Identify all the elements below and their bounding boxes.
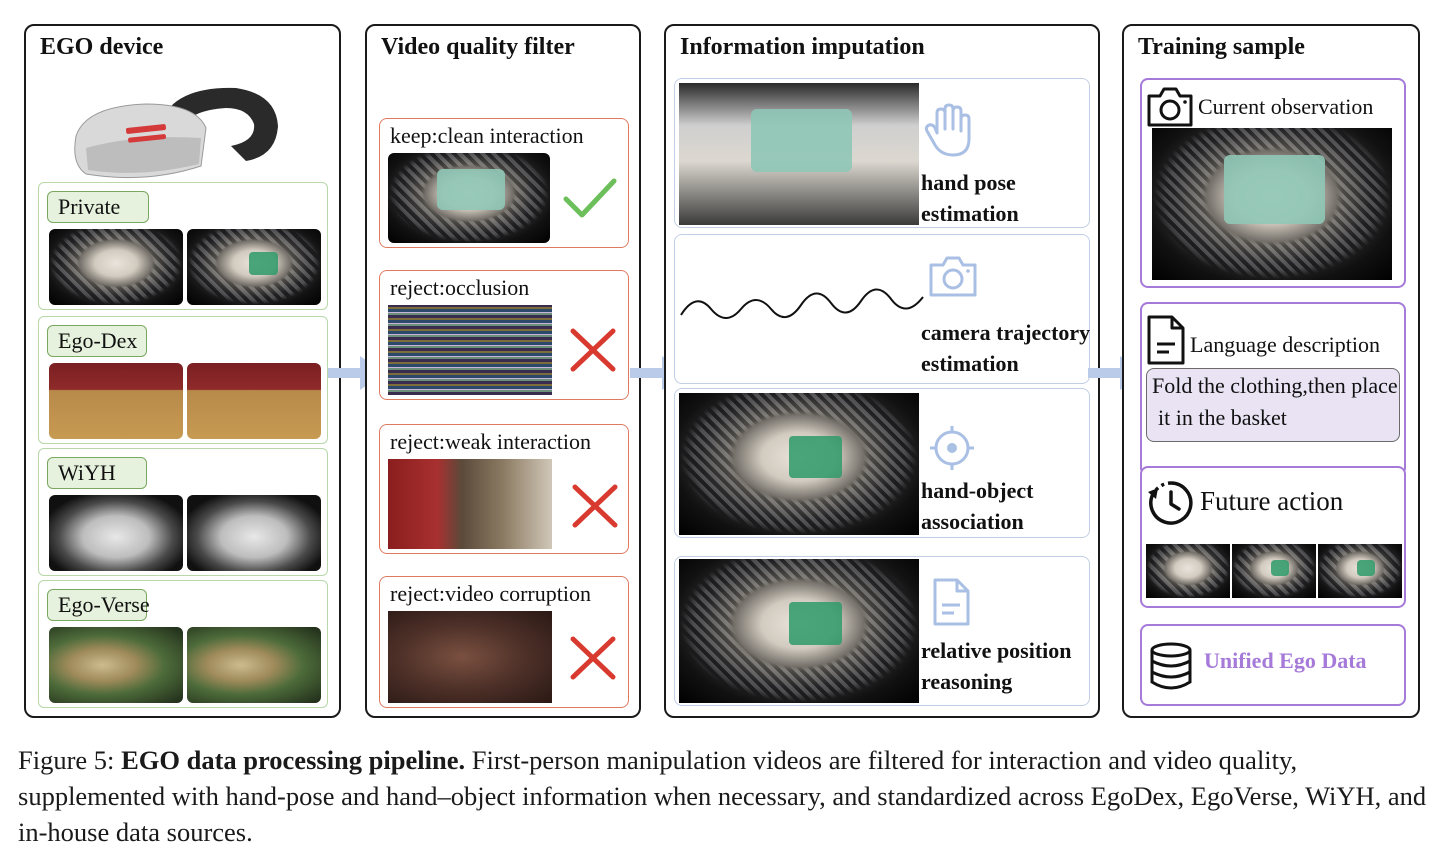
filter-item-weak-interaction: reject:weak interaction bbox=[379, 424, 629, 554]
filter-item-occlusion: reject:occlusion bbox=[379, 270, 629, 400]
imputation-panel: Information imputation hand pose estimat… bbox=[664, 24, 1100, 718]
filter-label: reject:occlusion bbox=[390, 275, 530, 300]
document-icon bbox=[933, 578, 970, 626]
language-description-box: Language description Fold the clothing,t… bbox=[1140, 302, 1406, 476]
dataset-label: Private bbox=[47, 191, 149, 223]
future-action-label: Future action bbox=[1200, 486, 1344, 516]
caption-bold: EGO data processing pipeline. bbox=[121, 745, 466, 775]
filter-item-clean: keep:clean interaction bbox=[379, 118, 629, 248]
current-observation-image bbox=[1152, 128, 1392, 280]
filter-label: keep:clean interaction bbox=[390, 123, 584, 148]
vr-headset-image bbox=[74, 87, 278, 179]
document-icon bbox=[1147, 315, 1185, 365]
language-description-label: Language description bbox=[1190, 332, 1380, 357]
trajectory-curve bbox=[680, 288, 924, 319]
dataset-ego-dex: Ego-Dex bbox=[38, 316, 328, 444]
imputation-item-hand-object: hand-object association bbox=[674, 388, 1090, 538]
future-action-frame bbox=[1146, 544, 1230, 598]
ego-device-title: EGO device bbox=[40, 34, 164, 60]
imputation-label: hand-object association bbox=[921, 478, 1034, 534]
dataset-image bbox=[187, 363, 321, 439]
dataset-label: WiYH bbox=[47, 457, 147, 489]
dataset-ego-verse: Ego-Verse bbox=[38, 580, 328, 708]
imputation-item-hand-pose: hand pose estimation bbox=[674, 78, 1090, 228]
language-text-line: it in the basket bbox=[1158, 405, 1287, 430]
language-text-box: Fold the clothing,then place it in the b… bbox=[1146, 368, 1400, 442]
imputation-item-relative-position: relative position reasoning bbox=[674, 556, 1090, 706]
dataset-wiyh: WiYH bbox=[38, 448, 328, 576]
target-icon bbox=[930, 426, 974, 470]
dataset-private: Private bbox=[38, 182, 328, 310]
cross-icon bbox=[570, 328, 616, 372]
current-observation-box: Current observation bbox=[1140, 78, 1406, 288]
dataset-image bbox=[49, 363, 183, 439]
hand-icon bbox=[924, 103, 971, 157]
filter-image bbox=[388, 459, 552, 549]
filter-image bbox=[388, 153, 550, 243]
filter-item-video-corruption: reject:video corruption bbox=[379, 576, 629, 708]
filter-image bbox=[388, 305, 552, 395]
language-text-line: Fold the clothing,then place bbox=[1152, 373, 1398, 398]
unified-ego-data-label: Unified Ego Data bbox=[1204, 648, 1367, 673]
future-action-frame bbox=[1318, 544, 1402, 598]
cross-icon bbox=[572, 484, 618, 528]
caption-text: First-person manipulation videos are fil… bbox=[18, 745, 1427, 847]
imputation-label: hand pose estimation bbox=[921, 170, 1019, 226]
dataset-image bbox=[49, 627, 183, 703]
camera-icon bbox=[1147, 87, 1193, 127]
camera-icon bbox=[929, 256, 977, 297]
database-icon bbox=[1150, 642, 1192, 690]
figure-caption: Figure 5: EGO data processing pipeline. … bbox=[18, 742, 1430, 850]
future-action-box: Future action bbox=[1140, 466, 1406, 608]
dataset-label: Ego-Verse bbox=[47, 589, 150, 621]
imputation-label: relative position reasoning bbox=[921, 638, 1072, 694]
unified-ego-data-box: Unified Ego Data bbox=[1140, 624, 1406, 706]
imputation-image bbox=[679, 559, 919, 703]
dataset-image bbox=[187, 627, 321, 703]
video-filter-panel: Video quality filter keep:clean interact… bbox=[365, 24, 641, 718]
future-action-frame bbox=[1232, 544, 1316, 598]
imputation-image bbox=[679, 83, 919, 225]
ego-device-panel: EGO device Private Ego-Dex WiYH Ego-Vers… bbox=[24, 24, 341, 718]
dataset-image bbox=[49, 229, 183, 305]
cross-icon bbox=[570, 636, 616, 680]
filter-label: reject:video corruption bbox=[390, 581, 591, 606]
dataset-label: Ego-Dex bbox=[47, 325, 147, 357]
imputation-title: Information imputation bbox=[680, 34, 925, 60]
caption-prefix: Figure 5: bbox=[18, 745, 122, 775]
imputation-label: camera trajectory estimation bbox=[921, 320, 1091, 376]
check-icon bbox=[563, 178, 617, 218]
imputation-image bbox=[679, 393, 919, 535]
training-panel: Training sample Current observation Lang… bbox=[1122, 24, 1420, 718]
filter-image bbox=[388, 611, 552, 703]
filter-label: reject:weak interaction bbox=[390, 429, 591, 454]
dataset-image bbox=[187, 229, 321, 305]
training-title: Training sample bbox=[1138, 34, 1305, 60]
dataset-image bbox=[187, 495, 321, 571]
video-filter-title: Video quality filter bbox=[381, 34, 575, 60]
current-observation-label: Current observation bbox=[1198, 94, 1374, 119]
imputation-item-camera-trajectory: camera trajectory estimation bbox=[674, 234, 1090, 384]
dataset-image bbox=[49, 495, 183, 571]
clock-icon bbox=[1148, 481, 1193, 525]
